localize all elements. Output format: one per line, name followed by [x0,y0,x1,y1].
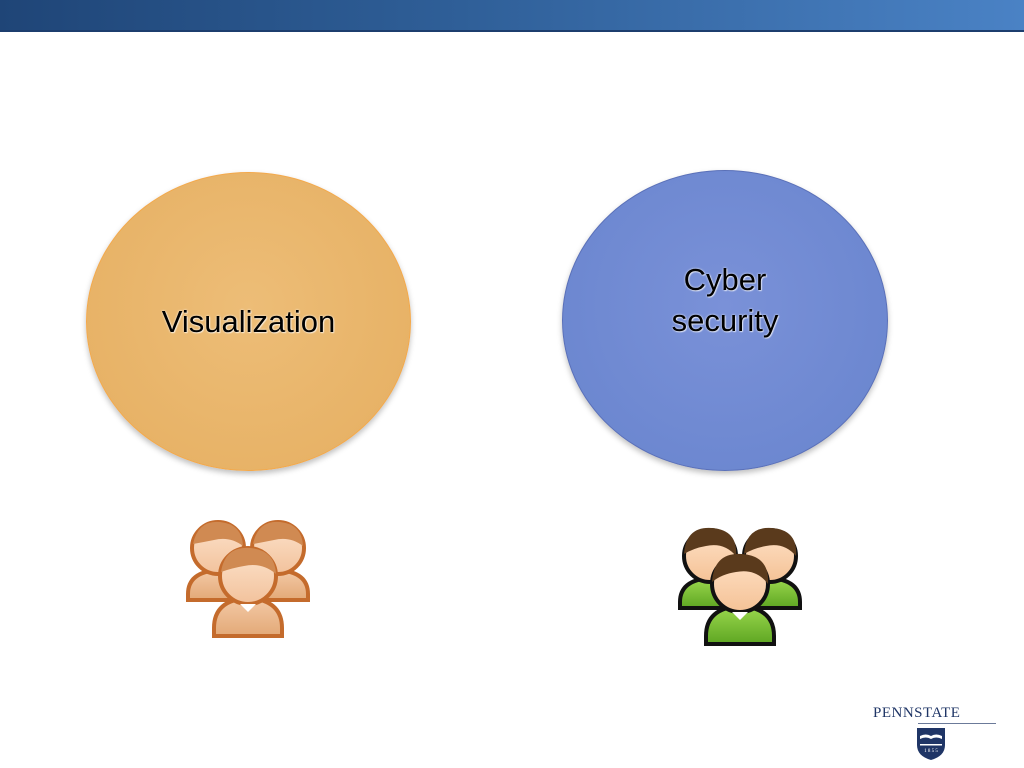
penn-state-logo: PENNSTATE 1 8 5 5 [868,700,998,764]
logo-rule [918,723,996,724]
user-group-green-icon [678,527,802,646]
cyber-security-label-line-2: security [671,302,779,338]
visualization-ellipse: Visualization [86,172,411,471]
penn-state-wordmark: PENNSTATE [873,704,960,722]
visualization-label-line: Visualization [161,304,336,340]
penn-state-logo-text: PENNSTATE [873,705,961,721]
penn-state-shield-logo: 1 8 5 5 [917,728,945,760]
visualization-label: Visualization [162,302,335,342]
cyber-security-label: Cyber security [672,260,779,341]
cyber-security-label-line-1: Cyber [683,262,767,298]
header-band [0,0,1024,32]
user-group-orange-icon [186,520,310,638]
cyber-security-ellipse: Cyber security [562,170,888,471]
svg-text:1 8 5 5: 1 8 5 5 [924,749,938,754]
